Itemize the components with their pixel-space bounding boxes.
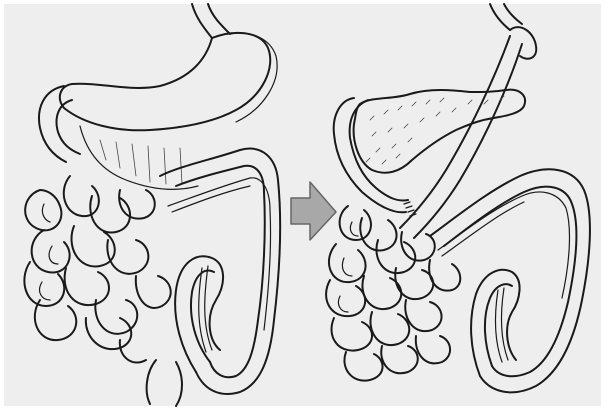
paper-corner bbox=[300, 406, 605, 413]
